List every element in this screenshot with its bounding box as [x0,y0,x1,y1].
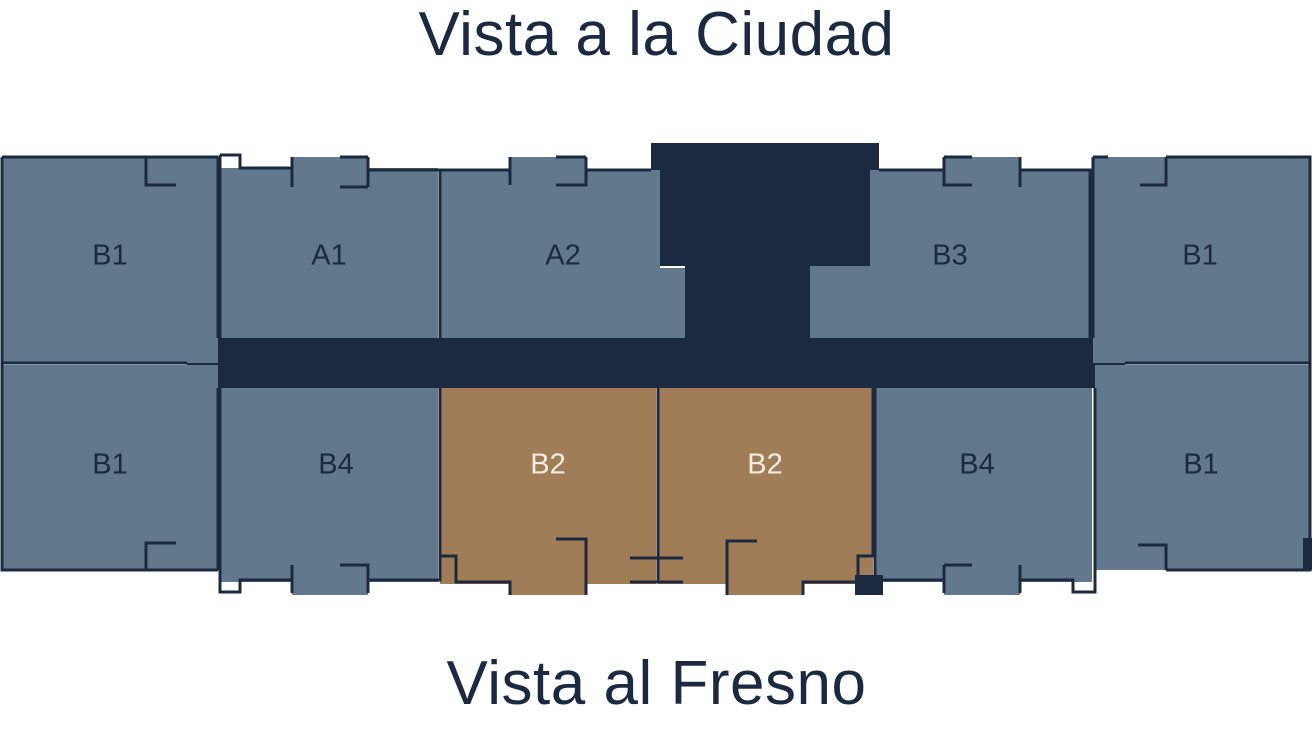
building-core [187,143,1125,388]
unit-fill [658,388,873,584]
wall [1020,388,1097,594]
unit-fill [810,170,1090,338]
wall [144,157,176,187]
unit-label: B3 [932,240,967,272]
unit-fill [2,157,218,363]
unit-b2-right-selected[interactable]: B2 [658,388,873,584]
unit-label: A2 [545,240,580,272]
wall [1138,543,1168,570]
wall [1140,157,1168,187]
core-upper-shaft [660,168,870,266]
unit-b4-left[interactable]: B4 [220,388,438,582]
unit-b3[interactable]: B3 [810,170,1090,338]
unit-a1[interactable]: A1 [220,168,438,338]
balcony [944,157,1020,170]
wall [556,537,588,595]
core-lower-shaft [685,262,810,342]
balcony [510,157,586,170]
wall [556,157,588,187]
unit-label: A1 [311,240,346,272]
wall-block [1303,538,1312,570]
unit-fill [220,388,438,582]
balcony [944,580,1020,595]
balcony-selected [510,582,586,595]
unit-b4-right[interactable]: B4 [875,388,1092,582]
unit-label: B1 [1183,449,1218,481]
wall [725,539,757,595]
balcony-selected [727,582,803,595]
core-top-block [651,143,879,170]
wall-blocks [855,538,1312,595]
unit-label: B4 [959,449,994,481]
unit-b1-bottom-right[interactable]: B1 [1095,365,1310,570]
fresno-view-heading: Vista al Fresno [446,649,867,718]
unit-label: B1 [92,240,127,272]
balcony [292,580,368,595]
balconies [292,157,1020,595]
wall [144,541,176,570]
wall [220,153,292,170]
unit-fill [1093,157,1310,363]
unit-b1-top-left[interactable]: B1 [2,157,218,363]
unit-b1-top-right[interactable]: B1 [1093,157,1310,363]
wall [1020,168,1092,338]
unit-label: B4 [318,449,353,481]
wall [218,388,292,594]
wall [942,157,972,187]
unit-label: B2 [530,449,565,481]
unit-label: B2 [747,449,782,481]
wall-block [855,575,883,595]
unit-b2-left-selected[interactable]: B2 [440,388,656,584]
unit-label: B1 [1182,240,1217,272]
city-view-heading: Vista a la Ciudad [418,0,895,69]
unit-fill [2,365,218,570]
unit-fill [1095,365,1310,570]
balcony [292,157,368,170]
central-corridor [187,338,1125,388]
wall [438,388,512,595]
wall [340,563,370,593]
unit-fill [875,388,1092,582]
unit-fill [440,170,685,338]
unit-fill [440,388,656,584]
unit-b1-bottom-left[interactable]: B1 [2,365,218,570]
unit-label: B1 [92,449,127,481]
unit-fill [220,168,438,338]
walls [0,153,1312,595]
unit-a2[interactable]: A2 [440,170,685,338]
wall [801,388,875,595]
